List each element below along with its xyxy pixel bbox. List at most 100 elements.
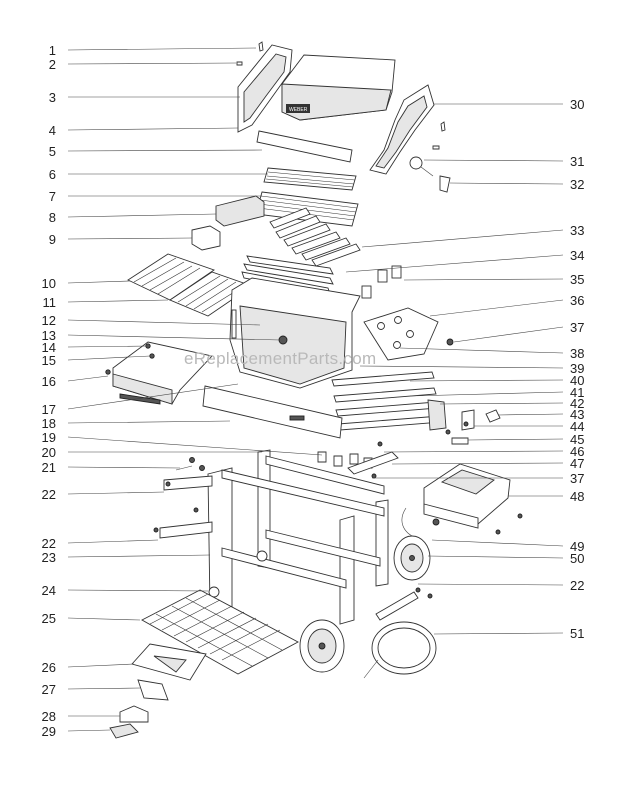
catch-pan-funnel — [153, 655, 187, 673]
callout-35: 35 — [570, 272, 584, 287]
callout-50: 50 — [570, 551, 584, 566]
callout-6: 6 — [49, 167, 56, 182]
callout-9: 9 — [49, 232, 56, 247]
screw-part-30a — [440, 121, 446, 132]
control-knobs — [361, 265, 402, 299]
side-burner-hose — [401, 507, 417, 539]
callout-17: 17 — [42, 402, 56, 417]
callout-30: 30 — [570, 97, 584, 112]
callout-15: 15 — [42, 353, 56, 368]
right-callout-numbers: 30 31 32 33 34 35 36 37 38 39 40 41 42 4… — [570, 97, 584, 641]
disposable-tray — [109, 723, 139, 739]
callout-3: 3 — [49, 90, 56, 105]
callout-29: 29 — [42, 724, 56, 739]
left-callout-numbers: 1 2 3 4 5 6 7 8 9 10 11 12 13 14 15 16 1… — [42, 43, 56, 739]
callout-27: 27 — [42, 682, 56, 697]
front-panel — [202, 385, 343, 439]
frame-caster-rear — [256, 550, 268, 562]
callout-45: 45 — [570, 432, 584, 447]
right-end-cap-inner — [375, 95, 428, 169]
callout-18: 18 — [42, 416, 56, 431]
callout-22b: 22 — [42, 536, 56, 551]
callout-5: 5 — [49, 144, 56, 159]
front-panel-slot — [289, 415, 305, 421]
callout-33: 33 — [570, 223, 584, 238]
side-bracket — [191, 225, 221, 251]
callout-47: 47 — [570, 456, 584, 471]
callout-22c: 22 — [570, 578, 584, 593]
gas-hose — [363, 621, 437, 679]
pan-bracket — [137, 679, 169, 701]
callout-7: 7 — [49, 189, 56, 204]
callout-16: 16 — [42, 374, 56, 389]
hardware-screws — [153, 421, 523, 599]
drip-pan — [119, 705, 149, 723]
control-panel — [363, 307, 439, 361]
callout-28: 28 — [42, 709, 56, 724]
igniter-clip — [485, 409, 501, 423]
callout-48: 48 — [570, 489, 584, 504]
leader-lines — [67, 47, 564, 732]
callout-12: 12 — [42, 313, 56, 328]
screw-part-1 — [258, 41, 264, 52]
bar-box — [215, 195, 265, 227]
flavorizer-bars — [269, 207, 361, 267]
callout-36: 36 — [570, 293, 584, 308]
cooking-grate-left — [127, 253, 215, 301]
callout-32: 32 — [570, 177, 584, 192]
callout-44: 44 — [570, 419, 584, 434]
bottom-shelf — [141, 589, 299, 675]
callout-22a: 22 — [42, 487, 56, 502]
callout-23: 23 — [42, 550, 56, 565]
gas-valve — [451, 437, 469, 445]
cart-frame — [159, 449, 389, 625]
callout-26: 26 — [42, 660, 56, 675]
handle-bracket — [439, 175, 451, 193]
thermometer — [409, 156, 423, 170]
side-table — [105, 341, 213, 405]
cookbox — [229, 277, 361, 389]
callout-41: 41 — [570, 385, 584, 400]
callout-20: 20 — [42, 445, 56, 460]
callout-10: 10 — [42, 276, 56, 291]
callout-38: 38 — [570, 346, 584, 361]
burners — [331, 371, 447, 431]
lid-logo-plate — [286, 104, 310, 113]
watermark-text: eReplacementParts.com — [184, 349, 376, 368]
callout-39: 39 — [570, 361, 584, 376]
callout-46: 46 — [570, 444, 584, 459]
callout-34: 34 — [570, 248, 584, 263]
screw-part-30b — [432, 145, 440, 150]
callout-2: 2 — [49, 57, 56, 72]
callout-51: 51 — [570, 626, 584, 641]
callout-13: 13 — [42, 328, 56, 343]
cooking-grate-right — [169, 271, 253, 317]
manifold-bracket — [347, 451, 399, 475]
lid-logo-text: WEBER — [289, 107, 308, 113]
callout-24: 24 — [42, 583, 56, 598]
wheel-rear — [393, 535, 431, 581]
lid-handle — [256, 130, 353, 163]
igniter-bracket — [461, 409, 475, 431]
callout-1: 1 — [49, 43, 56, 58]
screw-part-2 — [236, 61, 243, 66]
callout-43: 43 — [570, 407, 584, 422]
lid-front — [281, 83, 392, 121]
left-end-cap-inner — [243, 53, 287, 123]
callout-21: 21 — [42, 460, 56, 475]
callout-19: 19 — [42, 430, 56, 445]
thermometer-stem — [420, 166, 434, 177]
callout-8: 8 — [49, 210, 56, 225]
callout-11: 11 — [43, 295, 57, 310]
warming-rack — [263, 167, 357, 191]
screw-part-37 — [446, 338, 454, 346]
callout-31: 31 — [570, 154, 584, 169]
callout-40: 40 — [570, 373, 584, 388]
wheel-front — [299, 619, 345, 673]
callout-4: 4 — [49, 123, 56, 138]
callout-49: 49 — [570, 539, 584, 554]
side-burner — [423, 463, 511, 529]
callout-14: 14 — [42, 340, 56, 355]
callout-37a: 37 — [570, 320, 584, 335]
